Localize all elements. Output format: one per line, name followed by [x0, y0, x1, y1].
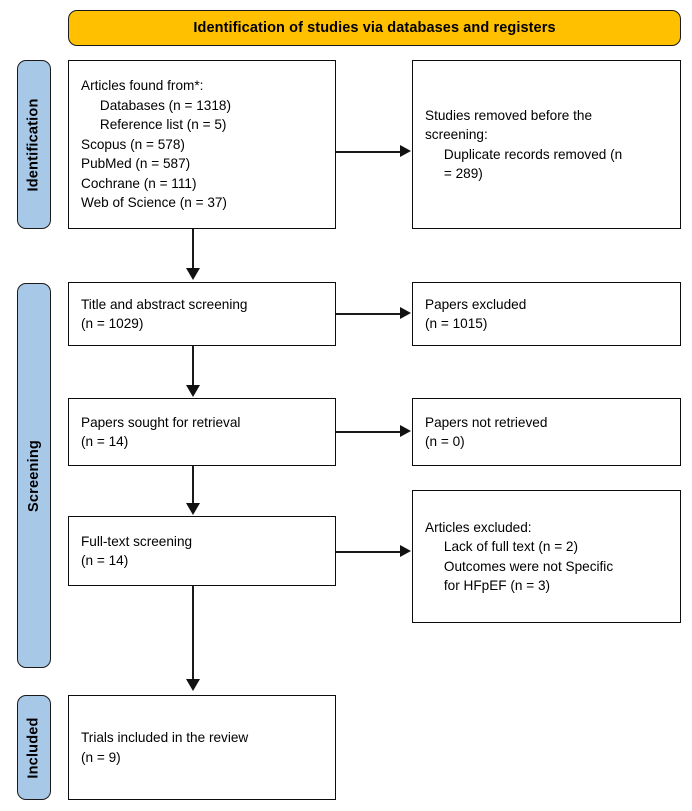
connector-fulltext-to-included [192, 586, 194, 681]
box-records-identified: Articles found from*: Databases (n = 131… [68, 60, 336, 229]
box-articles-excluded-text: Articles excluded: Lack of full text (n … [425, 519, 614, 594]
connector-sought-to-fulltext [192, 466, 194, 506]
stage-label-screening: Screening [17, 283, 51, 668]
arrowhead-right-icon [400, 307, 411, 319]
box-title-abstract-screening: Title and abstract screening (n = 1029) [68, 282, 336, 346]
box-papers-not-retrieved-text: Papers not retrieved (n = 0) [425, 414, 548, 450]
box-trials-included: Trials included in the review (n = 9) [68, 695, 336, 800]
connector-identification-to-screening [192, 229, 194, 271]
box-papers-excluded-text: Papers excluded (n = 1015) [425, 296, 527, 332]
box-papers-sought: Papers sought for retrieval (n = 14) [68, 398, 336, 466]
box-records-identified-text: Articles found from*: Databases (n = 131… [81, 78, 232, 211]
identification-banner: Identification of studies via databases … [68, 10, 681, 46]
box-papers-not-retrieved: Papers not retrieved (n = 0) [412, 398, 681, 466]
box-articles-excluded: Articles excluded: Lack of full text (n … [412, 490, 681, 623]
arrowhead-right-icon [400, 425, 411, 437]
stage-label-included-text: Included [26, 716, 42, 779]
box-fulltext-screening-text: Full-text screening (n = 14) [81, 533, 193, 569]
arrowhead-down-icon [186, 385, 200, 397]
identification-banner-label: Identification of studies via databases … [193, 20, 556, 36]
stage-label-identification: Identification [17, 60, 51, 229]
stage-label-screening-text: Screening [26, 439, 43, 512]
stage-label-included: Included [17, 695, 51, 800]
arrowhead-right-icon [400, 145, 411, 157]
stage-label-identification-text: Identification [26, 97, 42, 192]
box-fulltext-screening: Full-text screening (n = 14) [68, 516, 336, 586]
connector-identified-to-removed [336, 151, 401, 153]
arrowhead-down-icon [186, 679, 200, 691]
box-trials-included-text: Trials included in the review (n = 9) [81, 730, 249, 765]
connector-screening-to-sought [192, 346, 194, 388]
box-title-abstract-screening-text: Title and abstract screening (n = 1029) [81, 296, 248, 332]
box-papers-excluded: Papers excluded (n = 1015) [412, 282, 681, 346]
box-papers-sought-text: Papers sought for retrieval (n = 14) [81, 414, 241, 450]
connector-screening-to-excluded [336, 313, 401, 315]
connector-sought-to-not-retrieved [336, 431, 401, 433]
box-records-removed: Studies removed before the screening: Du… [412, 60, 681, 229]
arrowhead-down-icon [186, 268, 200, 280]
box-records-removed-text: Studies removed before the screening: Du… [425, 107, 623, 182]
connector-fulltext-to-articles-excluded [336, 551, 401, 553]
arrowhead-right-icon [400, 545, 411, 557]
arrowhead-down-icon [186, 503, 200, 515]
